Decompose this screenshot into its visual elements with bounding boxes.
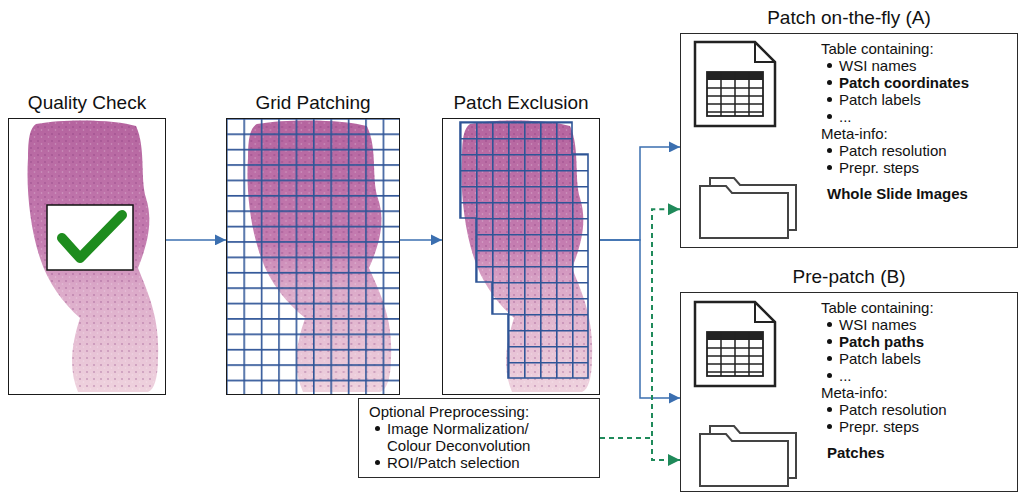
list-heading: Optional Preprocessing: (369, 403, 529, 420)
list-item: WSI names (839, 57, 917, 74)
bullet-dot (375, 460, 380, 465)
box-heading: Grid Patching (255, 92, 370, 113)
output-box: Patch on-the-fly (A)Table containing:WSI… (680, 33, 1018, 248)
list-heading: Meta-info: (821, 384, 888, 401)
box-heading: Patch on-the-fly (A) (767, 7, 931, 28)
folder-icon (700, 426, 796, 486)
list-item: ... (821, 367, 1009, 384)
box-heading: Grid Patching (255, 92, 370, 114)
output-box: Pre-patch (B)Table containing:WSI namesP… (680, 292, 1018, 492)
grid-slide (226, 118, 400, 395)
patch-grid (226, 118, 400, 395)
bullet-dot (827, 148, 832, 153)
kept-patches (460, 122, 588, 378)
tissue-slide (28, 120, 159, 392)
edge-layer (166, 147, 680, 460)
bullet-dot (375, 426, 380, 431)
list-item: Patch labels (839, 350, 921, 367)
list-item: Prepr. steps (839, 159, 919, 176)
box-heading: Pre-patch (B) (793, 266, 906, 287)
list-item: WSI names (821, 316, 1009, 333)
bullet-dot (827, 63, 832, 68)
list-item: ROI/Patch selection (387, 454, 520, 471)
image-panel: Quality Check (8, 118, 166, 395)
list-item: Patch resolution (821, 142, 1009, 159)
image-panel: Patch Exclusion (442, 118, 600, 395)
list-item: Patch paths (821, 333, 1009, 350)
bullet-dot (827, 97, 832, 102)
list-item: Prepr. steps (821, 159, 1009, 176)
box-heading: Quality Check (28, 92, 146, 113)
list-item: ROI/Patch selection (369, 454, 559, 471)
box-heading: Patch on-the-fly (A) (767, 7, 931, 29)
table-icon (695, 42, 775, 126)
list-heading: Table containing: (821, 40, 1009, 57)
check-box (47, 205, 133, 270)
note-box: Optional Preprocessing:Image Normalizati… (358, 398, 600, 478)
check-mark (62, 215, 122, 258)
tissue-slide (28, 120, 159, 392)
list-heading: Meta-info: (821, 125, 888, 142)
list-heading: Table containing: (821, 40, 934, 57)
list-item: Prepr. steps (839, 418, 919, 435)
bullet-dot (827, 322, 832, 327)
list-item: Patch coordinates (821, 74, 1009, 91)
list-item: Prepr. steps (821, 418, 1009, 435)
list-item: Patch resolution (821, 401, 1009, 418)
image-panel: Grid Patching (226, 118, 400, 395)
dashed-arrow (600, 438, 680, 460)
bullet-dot (827, 165, 832, 170)
box-heading: Patch Exclusion (453, 92, 588, 113)
list-item: Image Normalization/ Colour Deconvolutio… (387, 420, 530, 454)
list-item: Patch paths (839, 333, 924, 350)
list-item: Patch labels (821, 91, 1009, 108)
list-heading: Optional Preprocessing: (369, 403, 589, 420)
folder-label: Whole Slide Images (827, 185, 1009, 202)
list-item: Patch coordinates (839, 74, 969, 91)
list-item: WSI names (821, 57, 1009, 74)
bullet-dot (827, 356, 832, 361)
flow-arrow (400, 239, 442, 241)
excluded-slide (460, 120, 592, 392)
list-heading: Meta-info: (821, 125, 1009, 142)
box-heading: Quality Check (28, 92, 146, 114)
list-item: ... (839, 108, 852, 125)
folder-label: Patches (827, 444, 885, 461)
list-item: Patch labels (821, 350, 1009, 367)
flow-arrow (600, 240, 680, 398)
table-icon (695, 302, 775, 386)
list-heading: Table containing: (821, 299, 934, 316)
folder-label: Whole Slide Images (827, 185, 968, 202)
folder-icon (700, 178, 796, 238)
bullet-dot (827, 373, 832, 378)
flow-arrow (166, 239, 226, 241)
tissue-slide (28, 120, 159, 392)
list-item: Patch resolution (839, 142, 947, 159)
bullet-dot (827, 80, 832, 85)
box-heading: Patch Exclusion (453, 92, 588, 114)
bullet-dot (827, 424, 832, 429)
bullet-dot (827, 114, 832, 119)
box-heading: Pre-patch (B) (793, 266, 906, 288)
list-item: ... (839, 367, 852, 384)
list-item: Patch labels (839, 91, 921, 108)
list-item: Image Normalization/ Colour Deconvolutio… (369, 420, 559, 454)
bullet-dot (827, 407, 832, 412)
folder-label: Patches (827, 444, 1009, 461)
flow-arrow (600, 147, 680, 240)
list-item: ... (821, 108, 1009, 125)
list-item: Patch resolution (839, 401, 947, 418)
list-item: WSI names (839, 316, 917, 333)
list-heading: Table containing: (821, 299, 1009, 316)
list-heading: Meta-info: (821, 384, 1009, 401)
dashed-arrow (600, 209, 680, 438)
bullet-dot (827, 339, 832, 344)
